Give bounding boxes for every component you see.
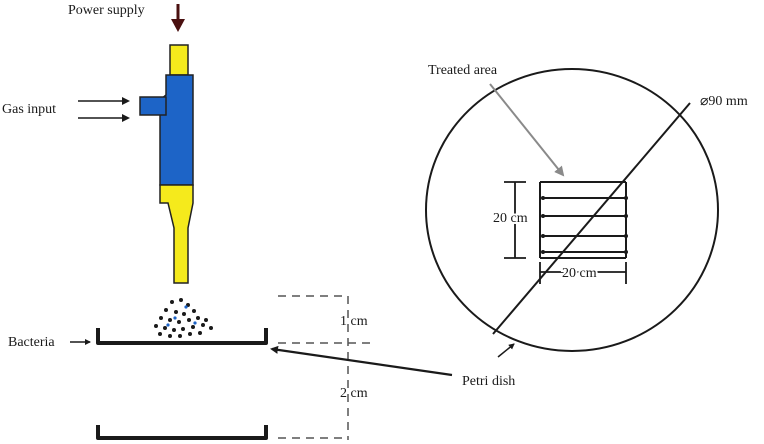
gas-input-label: Gas input	[2, 102, 56, 117]
gap-bottom-label: 2 cm	[340, 386, 368, 401]
petri-dish-top	[96, 328, 268, 345]
petri-dish-pointer-arrow	[270, 345, 453, 377]
petri-dish-label: Petri dish	[462, 374, 515, 389]
distance-dimensions	[278, 295, 372, 440]
torch-body	[159, 74, 194, 186]
treated-area-scan-pattern	[539, 181, 628, 259]
power-supply-label: Power supply	[68, 3, 145, 18]
torch-top-connector	[169, 44, 189, 76]
gap-top-label: 1 cm	[340, 314, 368, 329]
height-dimension	[504, 181, 526, 259]
treated-area-pointer-arrow	[489, 83, 565, 177]
diameter-label: ⌀90 mm	[700, 94, 748, 109]
diameter-line	[492, 102, 691, 335]
width-dimension	[539, 262, 627, 284]
bacteria-label: Bacteria	[8, 335, 55, 350]
torch-nozzle	[159, 184, 194, 284]
plasma-torch	[139, 44, 194, 284]
gas-input-arrows-icon	[78, 97, 130, 122]
power-supply-arrow-icon	[171, 4, 185, 32]
treated-area-label: Treated area	[428, 63, 498, 78]
width-dimension-label: 20 cm	[562, 266, 597, 281]
height-dimension-label: 20 cm	[493, 211, 528, 226]
petri-dish-label-arrow-icon	[497, 343, 515, 358]
plasma-particles	[154, 298, 213, 338]
gas-inlet-port	[139, 96, 167, 116]
petri-dish-bottom	[96, 425, 268, 440]
petri-dish-circle	[425, 68, 719, 352]
